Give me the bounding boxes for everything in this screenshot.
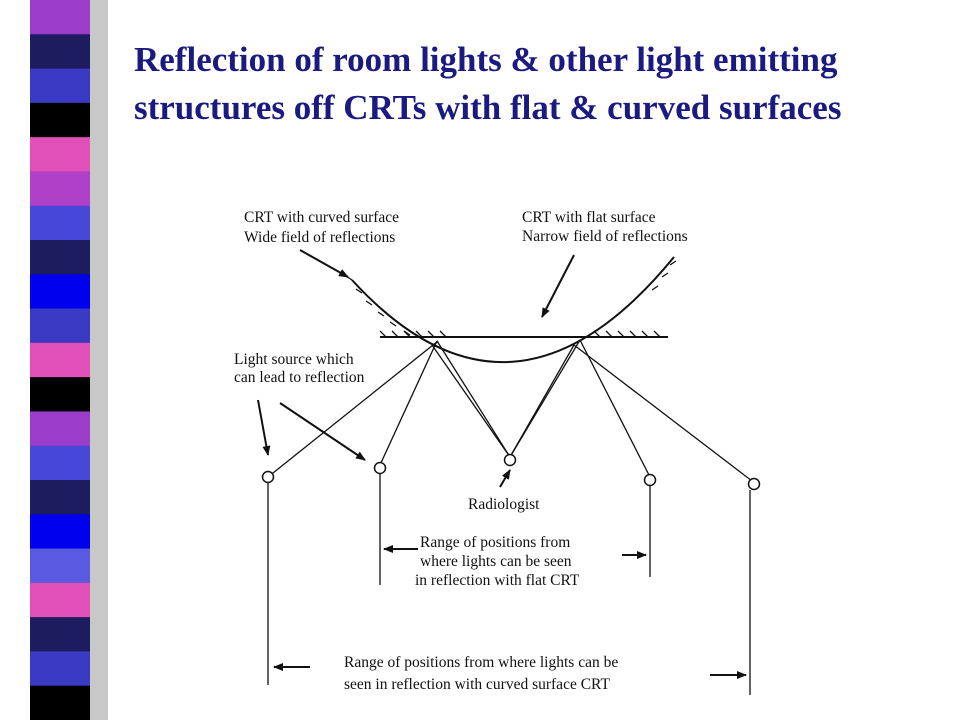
strip-block — [30, 685, 90, 721]
strip-block — [30, 34, 90, 70]
pointer-arrows — [257, 249, 747, 679]
strip-block — [30, 377, 90, 412]
flat-range-label-line1: Range of positions from — [420, 534, 570, 551]
flat-label-arrow — [541, 254, 575, 318]
radiologist-marker — [503, 453, 517, 467]
light-source-label-line2: can lead to reflection — [234, 369, 365, 386]
strip-block — [30, 548, 90, 584]
radiologist-label: Radiologist — [468, 496, 540, 513]
flat-crt-label-line1: CRT with flat surface — [522, 209, 656, 226]
light-arrow-1 — [257, 399, 271, 456]
strip-block — [30, 68, 90, 104]
strip-block — [30, 274, 90, 310]
reflection-rays — [267, 339, 753, 482]
strip-block — [30, 137, 90, 172]
decorative-color-strip — [0, 0, 108, 721]
flat-range-label-line2: where lights can be seen — [420, 553, 572, 570]
curved-crt-label-line2: Wide field of reflections — [244, 229, 395, 246]
position-lines — [267, 474, 751, 695]
diagram-svg: CRT with curved surface Wide field of re… — [234, 209, 761, 695]
light-source-inner-left — [373, 461, 387, 475]
curved-crt-surface — [351, 256, 675, 364]
strip-block — [30, 617, 90, 652]
strip-block — [30, 102, 90, 138]
light-arrow-2 — [279, 402, 366, 461]
curved-range-label-line2: seen in reflection with curved surface C… — [344, 676, 610, 693]
strip-block — [30, 445, 90, 481]
strip-block — [30, 411, 90, 447]
strip-block — [30, 342, 90, 378]
strip-block — [30, 0, 90, 35]
strip-block — [30, 240, 90, 275]
color-strip-graphic — [30, 0, 108, 721]
curved-crt-label-line1: CRT with curved surface — [244, 209, 399, 226]
curved-surface-hatching — [345, 260, 677, 336]
light-source-inner-right — [643, 473, 657, 487]
flat-surface-hatching — [379, 330, 661, 338]
strip-block — [30, 308, 90, 344]
slide-title: Reflection of room lights & other light … — [134, 40, 842, 127]
strip-block — [30, 651, 90, 687]
strip-block — [30, 171, 90, 207]
light-source-outer-left — [261, 470, 275, 484]
strip-edge — [90, 0, 108, 720]
flat-crt-label-line2: Narrow field of reflections — [522, 228, 688, 245]
light-source-outer-right — [747, 477, 761, 491]
light-source-label-line1: Light source which — [234, 351, 354, 368]
strip-block — [30, 205, 90, 241]
strip-block — [30, 582, 90, 618]
strip-block — [30, 480, 90, 515]
curved-label-arrow — [299, 249, 349, 278]
radiologist-arrow — [499, 469, 511, 488]
curved-range-label-line1: Range of positions from where lights can… — [344, 654, 618, 671]
flat-range-label-line3: in reflection with flat CRT — [415, 572, 580, 589]
strip-block — [30, 514, 90, 550]
crt-reflection-diagram: CRT with curved surface Wide field of re… — [200, 195, 960, 720]
